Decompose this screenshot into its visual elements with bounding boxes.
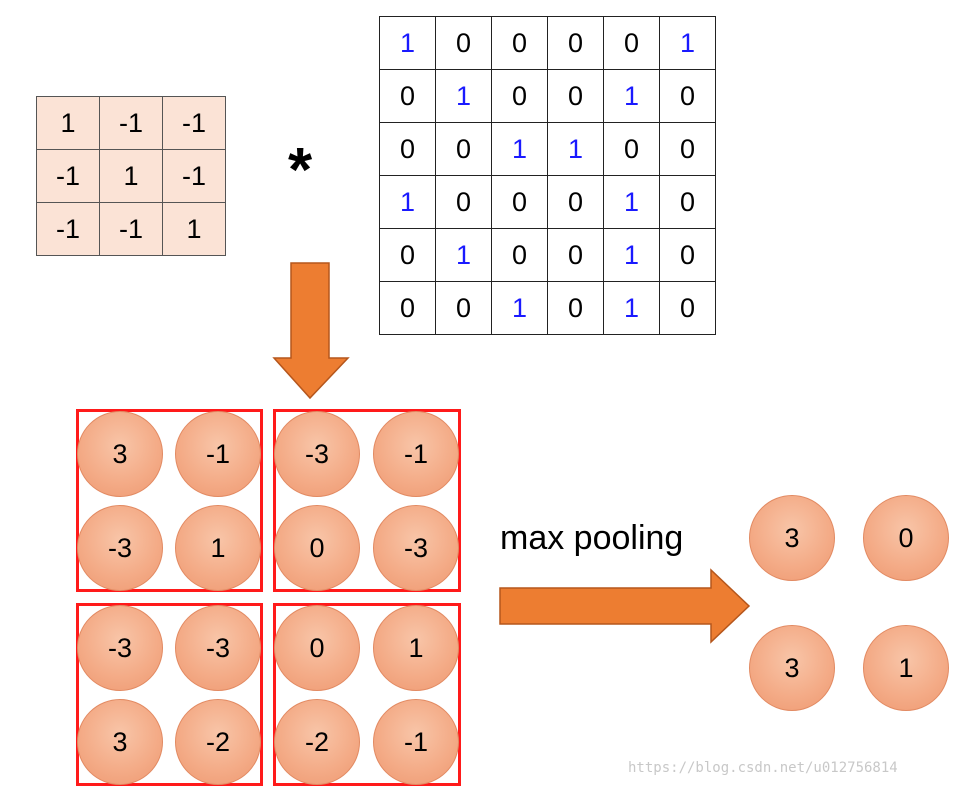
feature-value-circle: 0 [274,505,360,591]
image-cell: 0 [435,281,492,335]
pooled-value-circle: 1 [863,625,949,711]
image-cell: 0 [379,281,436,335]
image-cell: 1 [491,122,548,176]
down-arrow-icon [272,262,350,400]
image-cell: 0 [547,281,604,335]
image-cell: 0 [435,175,492,229]
pooled-value-circle: 3 [749,495,835,581]
feature-value-circle: 0 [274,605,360,691]
image-cell: 1 [603,281,660,335]
feature-value-circle: 1 [175,505,261,591]
convolution-operator: * [288,136,313,205]
feature-value-circle: -3 [77,505,163,591]
watermark: https://blog.csdn.net/u012756814 [628,760,898,776]
image-cell: 1 [435,69,492,123]
filter-cell: -1 [36,149,100,203]
image-cell: 0 [659,281,716,335]
image-cell: 0 [435,122,492,176]
filter-cell: -1 [99,202,163,256]
filter-cell: 1 [36,96,100,150]
filter-cell: -1 [162,149,226,203]
image-cell: 1 [603,175,660,229]
image-cell: 0 [659,69,716,123]
image-cell: 1 [603,69,660,123]
image-cell: 0 [491,228,548,282]
pooled-value-circle: 0 [863,495,949,581]
feature-value-circle: -3 [77,605,163,691]
image-cell: 1 [603,228,660,282]
feature-value-circle: -1 [373,411,459,497]
feature-value-circle: -1 [373,699,459,785]
image-cell: 1 [547,122,604,176]
image-cell: 1 [435,228,492,282]
pool-window-top-right [273,409,461,592]
image-cell: 0 [491,175,548,229]
feature-value-circle: 1 [373,605,459,691]
right-arrow-icon [498,568,754,646]
image-cell: 0 [603,122,660,176]
filter-cell: -1 [99,96,163,150]
image-cell: 1 [379,175,436,229]
image-cell: 0 [491,69,548,123]
image-cell: 0 [547,69,604,123]
feature-value-circle: -1 [175,411,261,497]
image-cell: 0 [379,122,436,176]
pool-window-top-left [76,409,263,592]
image-cell: 0 [603,16,660,70]
pool-window-bottom-right [273,603,461,786]
filter-cell: -1 [36,202,100,256]
feature-value-circle: -2 [274,699,360,785]
feature-value-circle: -3 [373,505,459,591]
feature-value-circle: 3 [77,699,163,785]
max-pooling-label: max pooling [500,519,684,557]
image-cell: 0 [379,228,436,282]
filter-cell: -1 [162,96,226,150]
down-arrow-shape [272,262,350,400]
filter-cell: 1 [162,202,226,256]
feature-value-circle: -2 [175,699,261,785]
feature-value-circle: -3 [274,411,360,497]
image-cell: 1 [491,281,548,335]
image-cell: 0 [547,175,604,229]
filter-row: 1-1-1 [36,96,226,150]
pool-window-bottom-left [76,603,263,786]
image-cell: 0 [659,228,716,282]
image-cell: 0 [435,16,492,70]
feature-value-circle: -3 [175,605,261,691]
image-cell: 0 [659,175,716,229]
filter-cell: 1 [99,149,163,203]
right-arrow-shape [499,568,751,644]
image-cell: 0 [547,228,604,282]
image-cell: 1 [659,16,716,70]
feature-value-circle: 3 [77,411,163,497]
pooled-value-circle: 3 [749,625,835,711]
image-cell: 0 [491,16,548,70]
image-cell: 1 [379,16,436,70]
image-cell: 0 [659,122,716,176]
image-cell: 0 [547,16,604,70]
image-cell: 0 [379,69,436,123]
